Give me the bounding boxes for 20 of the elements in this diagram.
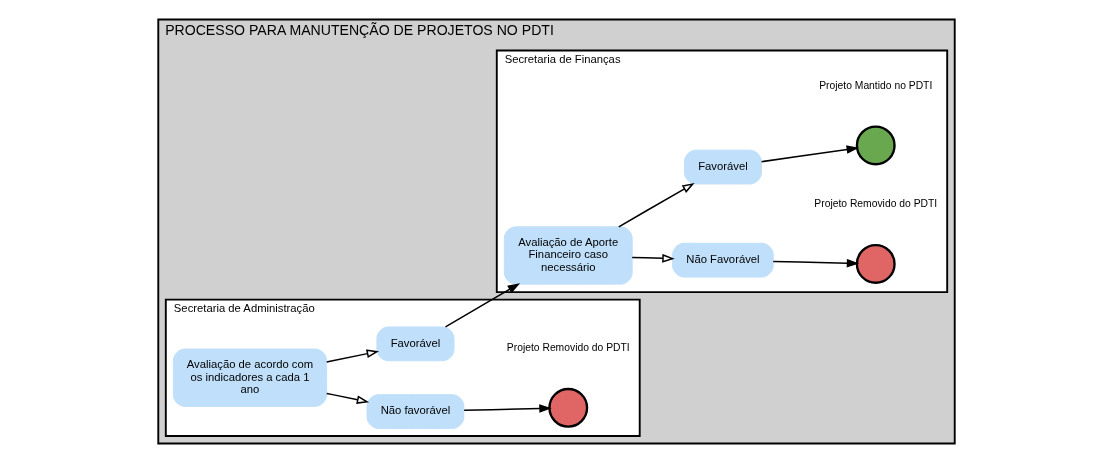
node-label: Projeto Removido do PDTI <box>813 198 937 210</box>
arrow <box>630 254 675 263</box>
node-box: Não Favorável <box>671 242 774 278</box>
node-box: Favorável <box>683 149 762 185</box>
node-box: Avaliação de Aporte Financeiro caso necessário <box>503 226 633 285</box>
arrow <box>325 349 379 363</box>
node-circle <box>547 387 588 428</box>
node-box: Favorável <box>375 326 454 362</box>
node-circle <box>855 243 896 284</box>
arrow <box>462 404 552 413</box>
arrow <box>617 182 695 228</box>
arrow <box>444 283 520 328</box>
arrow <box>325 392 369 404</box>
node-label: Projeto Removido do PDTI <box>506 342 630 354</box>
arrow <box>760 145 859 163</box>
arrow <box>772 258 859 268</box>
node-box: Avaliação de acordo com os indicadores a cada 1 ano <box>172 348 327 407</box>
node-circle <box>855 125 896 166</box>
node-label: Projeto Mantido no PDTI <box>818 79 932 91</box>
node-box: Não favorável <box>366 394 464 429</box>
